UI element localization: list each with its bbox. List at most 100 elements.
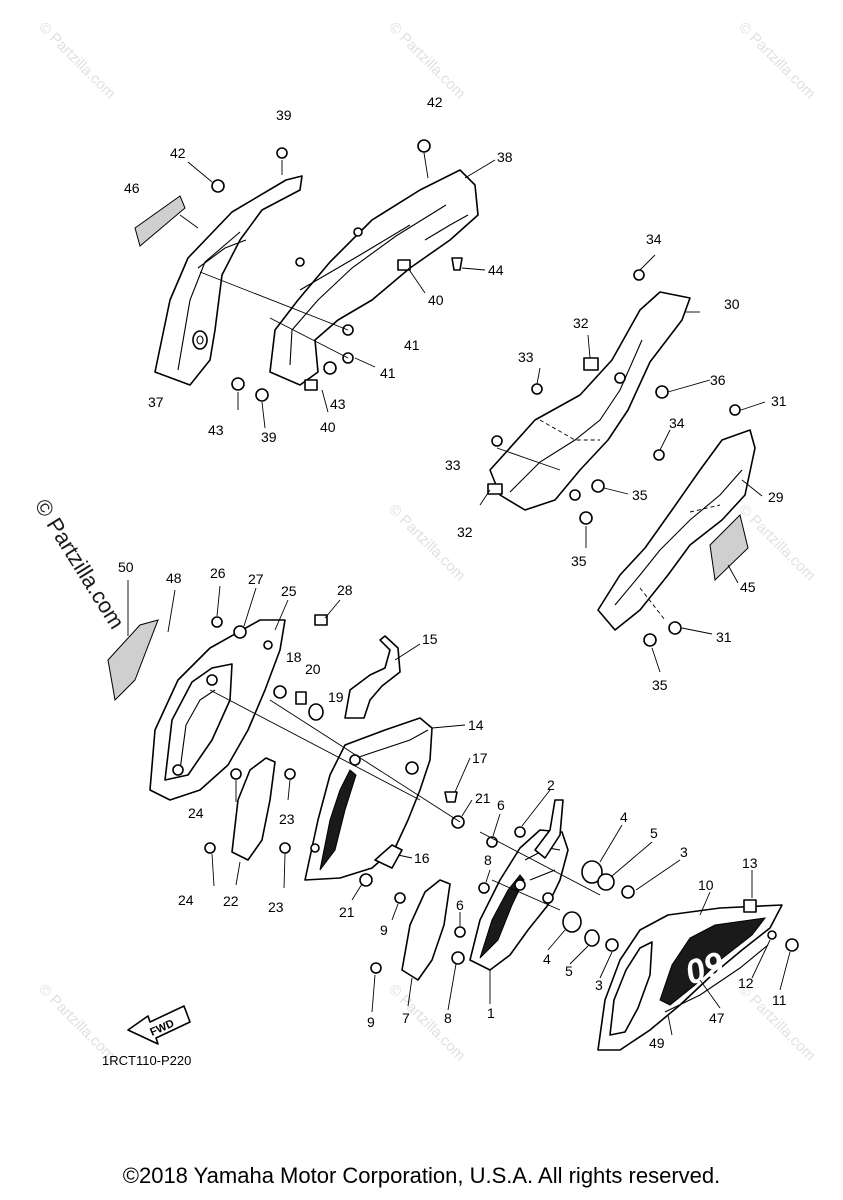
callout: 27 xyxy=(248,571,264,587)
callout: 40 xyxy=(320,419,336,435)
callout: 30 xyxy=(724,296,740,312)
part-30-bracket xyxy=(487,291,691,511)
callout: 32 xyxy=(573,315,589,331)
part-50-decal xyxy=(107,619,159,702)
part-14-inner-cover xyxy=(304,717,433,881)
callout: 8 xyxy=(444,1010,452,1026)
right-fasteners xyxy=(491,269,741,647)
mid-left-leaders xyxy=(127,580,473,901)
callout: 8 xyxy=(484,852,492,868)
callout: 20 xyxy=(305,661,321,677)
callout: 34 xyxy=(669,415,685,431)
callout: 4 xyxy=(620,809,628,825)
callout: 39 xyxy=(276,107,292,123)
right-leaders xyxy=(479,254,766,673)
callout: 46 xyxy=(124,180,140,196)
callout: 29 xyxy=(768,489,784,505)
callout: 26 xyxy=(210,565,226,581)
callout: 10 xyxy=(698,877,714,893)
callout: 33 xyxy=(445,457,461,473)
part-7-panel xyxy=(401,879,451,981)
part-22-panel xyxy=(231,757,276,861)
callout: 21 xyxy=(339,904,355,920)
callout: 2 xyxy=(547,777,555,793)
callout: 48 xyxy=(166,570,182,586)
watermark: © Partzilla.com xyxy=(385,501,468,584)
callout: 1 xyxy=(487,1005,495,1021)
part-46-decal xyxy=(134,195,186,247)
part-1-bracket xyxy=(469,829,569,971)
callout: 3 xyxy=(595,977,603,993)
callout: 34 xyxy=(646,231,662,247)
bottom-right-fasteners xyxy=(370,826,799,974)
callout: 17 xyxy=(472,750,488,766)
callout: 35 xyxy=(571,553,587,569)
callout: 31 xyxy=(716,629,732,645)
part-2-bracket xyxy=(534,799,564,859)
callout: 40 xyxy=(428,292,444,308)
callout: 23 xyxy=(268,899,284,915)
fwd-arrow: FWD xyxy=(127,1005,191,1045)
callout: 35 xyxy=(632,487,648,503)
watermark-large: © Partzilla.com xyxy=(30,494,130,633)
part-15-duct xyxy=(344,635,401,719)
callout: 25 xyxy=(281,583,297,599)
part-37-side-cover xyxy=(154,175,303,386)
callout: 31 xyxy=(771,393,787,409)
callout: 6 xyxy=(497,797,505,813)
part-10-side-cover xyxy=(597,904,783,1051)
callout: 16 xyxy=(414,850,430,866)
callout: 33 xyxy=(518,349,534,365)
callout: 32 xyxy=(457,524,473,540)
callout: 35 xyxy=(652,677,668,693)
callout-labels: 1 2 3 3 4 4 5 5 6 6 7 8 8 9 9 10 11 12 1… xyxy=(118,94,787,1051)
callout: 39 xyxy=(261,429,277,445)
callout: 11 xyxy=(772,992,787,1008)
mid-left-fasteners xyxy=(204,614,465,887)
callout: 44 xyxy=(488,262,504,278)
watermark: © Partzilla.com xyxy=(385,19,468,102)
callout: 36 xyxy=(710,372,726,388)
callout: 23 xyxy=(279,811,295,827)
part-29-cover xyxy=(597,429,756,631)
callout: 19 xyxy=(328,689,344,705)
callout: 5 xyxy=(565,963,573,979)
part-45-decal xyxy=(709,514,749,582)
callout: 45 xyxy=(740,579,756,595)
callout: 41 xyxy=(404,337,420,353)
callout: 42 xyxy=(427,94,443,110)
callout: 28 xyxy=(337,582,353,598)
callout: 12 xyxy=(738,975,754,991)
callout: 43 xyxy=(208,422,224,438)
callout: 6 xyxy=(456,897,464,913)
callout: 43 xyxy=(330,396,346,412)
callout: 9 xyxy=(367,1014,375,1030)
callout: 15 xyxy=(422,631,438,647)
callout: 7 xyxy=(402,1010,410,1026)
part-38-inner-panel xyxy=(269,169,479,386)
callout: 49 xyxy=(649,1035,665,1051)
callout: 14 xyxy=(468,717,484,733)
callout: 50 xyxy=(118,559,134,575)
callout: 24 xyxy=(188,805,204,821)
copyright-notice: ©2018 Yamaha Motor Corporation, U.S.A. A… xyxy=(122,1163,721,1188)
watermark: © Partzilla.com xyxy=(385,981,468,1064)
callout: 5 xyxy=(650,825,658,841)
callout: 42 xyxy=(170,145,186,161)
callout: 9 xyxy=(380,922,388,938)
callout: 18 xyxy=(286,649,302,665)
callout: 13 xyxy=(742,855,758,871)
callout: 41 xyxy=(380,365,396,381)
callout: 24 xyxy=(178,892,194,908)
callout: 3 xyxy=(680,844,688,860)
callout: 21 xyxy=(475,790,491,806)
bottom-right-leaders xyxy=(371,789,791,1036)
diagram-code: 1RCT110-P220 xyxy=(102,1053,191,1068)
callout: 38 xyxy=(497,149,513,165)
watermark: © Partzilla.com xyxy=(35,981,118,1064)
callout: 37 xyxy=(148,394,164,410)
watermark: © Partzilla.com xyxy=(735,19,818,102)
part-16-bracket xyxy=(374,844,403,869)
watermark: © Partzilla.com xyxy=(35,19,118,102)
